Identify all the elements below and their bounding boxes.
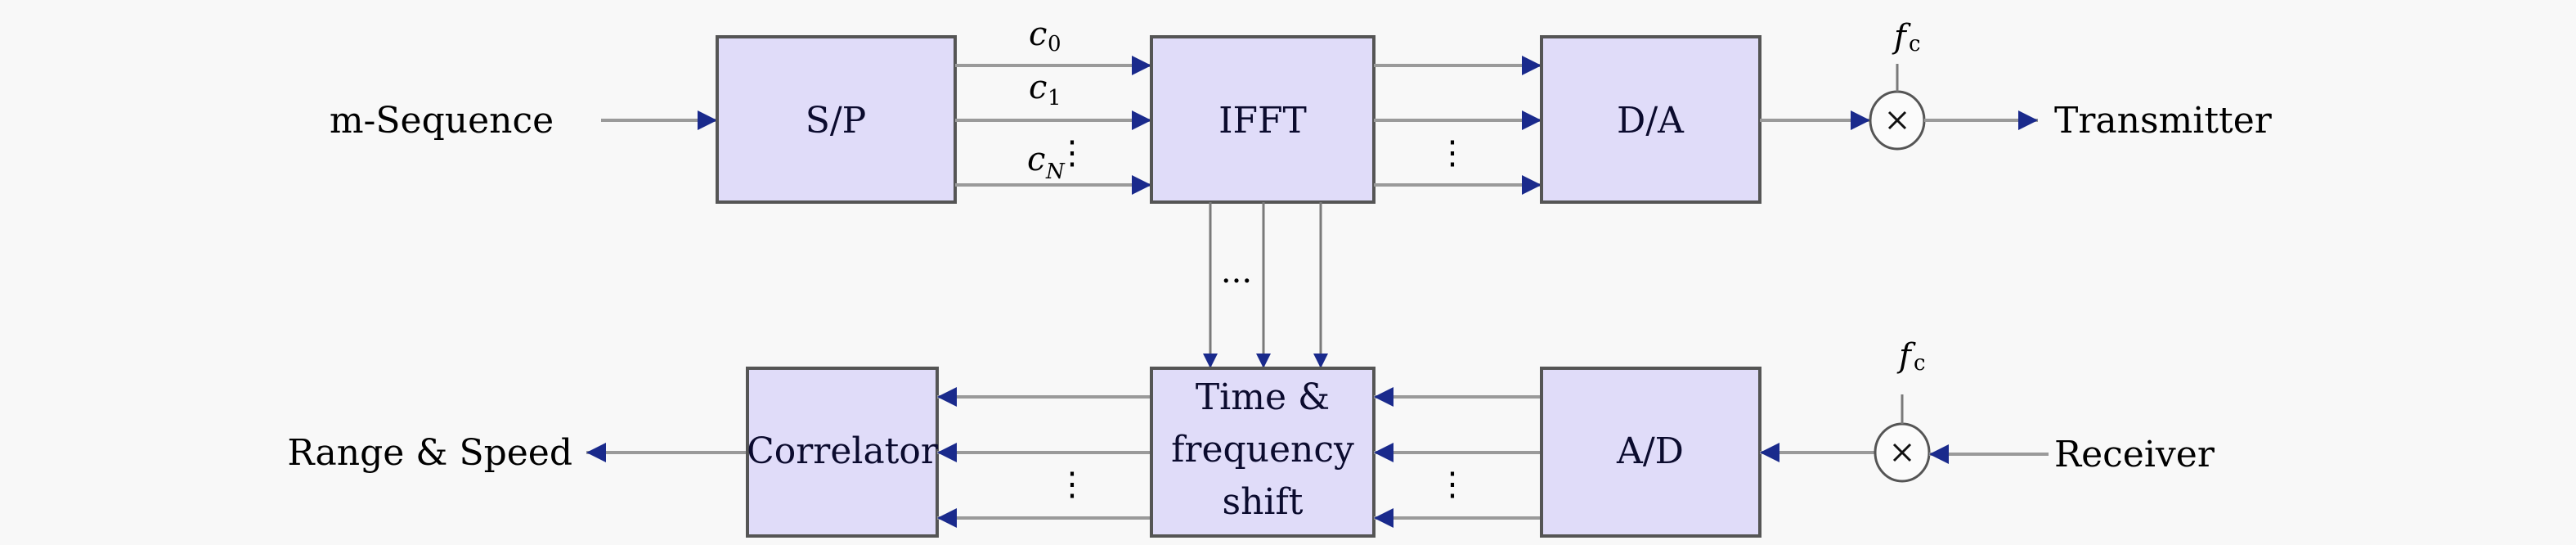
ifft-block: IFFT — [1150, 35, 1376, 204]
svg-text:N: N — [1045, 160, 1066, 184]
vertical-ellipsis-ifft-da: ⋮ — [1436, 134, 1469, 172]
output-label: Range & Speed — [287, 432, 572, 474]
svg-text:0: 0 — [1048, 32, 1061, 56]
transmitter-label: Transmitter — [2054, 100, 2273, 142]
svg-text:c: c — [1029, 69, 1047, 106]
tx-mixer — [1869, 90, 1926, 151]
correlator-block: Correlator — [746, 367, 939, 538]
horizontal-ellipsis-ifft-tf: ... — [1221, 253, 1252, 291]
vertical-ellipsis-tf-corr: ⋮ — [1056, 466, 1088, 503]
tf-block-label-line2: frequency — [1171, 429, 1354, 471]
ad-block: A/D — [1540, 367, 1761, 538]
input-label: m-Sequence — [330, 100, 554, 142]
tx-carrier-label: f c — [1892, 18, 1921, 56]
tf-block-label-line3: shift — [1223, 481, 1304, 523]
rx-mixer — [1874, 422, 1931, 483]
svg-text:1: 1 — [1048, 86, 1061, 110]
vertical-ellipsis-ad-tf: ⋮ — [1436, 466, 1469, 503]
rx-carrier-label: f c — [1896, 337, 1926, 376]
ad-block-label: A/D — [1616, 430, 1684, 472]
subcarrier-label-cN: c N — [1027, 141, 1066, 184]
subcarrier-label-c1: c 1 — [1029, 69, 1061, 110]
svg-text:c: c — [1909, 32, 1921, 56]
subcarrier-label-c0: c 0 — [1029, 16, 1061, 56]
correlator-block-label: Correlator — [747, 430, 939, 472]
da-block-label: D/A — [1617, 100, 1685, 142]
time-frequency-shift-block: Time & frequency shift — [1150, 367, 1376, 538]
sp-block-label: S/P — [806, 100, 867, 142]
sp-block: S/P — [716, 35, 957, 204]
svg-text:c: c — [1914, 351, 1926, 376]
svg-text:c: c — [1027, 141, 1045, 178]
vertical-ellipsis-sp-ifft: ⋮ — [1056, 134, 1088, 172]
receiver-label: Receiver — [2054, 434, 2215, 475]
tf-block-label-line1: Time & — [1196, 376, 1330, 418]
da-block: D/A — [1540, 35, 1761, 204]
svg-text:c: c — [1029, 16, 1047, 53]
ifft-block-label: IFFT — [1218, 100, 1307, 142]
